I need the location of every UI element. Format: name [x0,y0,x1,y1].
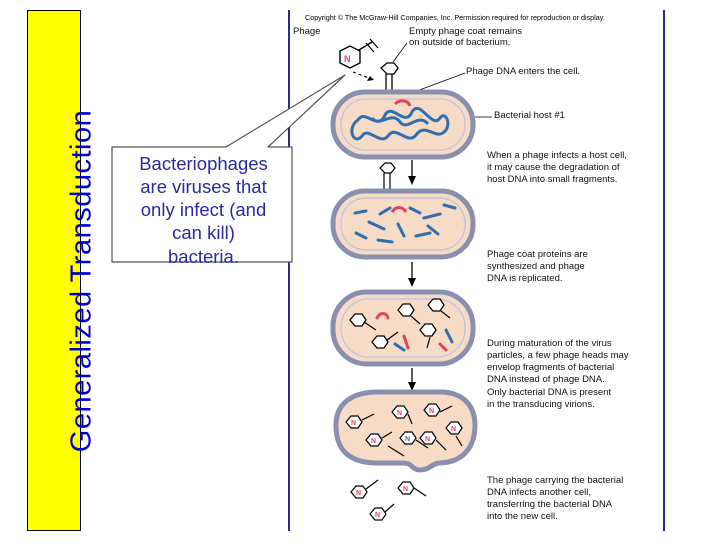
step-4-text: The phage carrying the bacterial DNA inf… [487,475,624,523]
released-phages: N N N [350,479,427,521]
empty-coat-label: Empty phage coat remains on outside of b… [409,26,523,48]
svg-text:N: N [425,436,430,443]
svg-text:N: N [403,486,408,493]
dna-enters-label: Phage DNA enters the cell. [466,66,581,77]
phage-coat-on-cell-2 [379,162,396,192]
bacterial-host-label: Bacterial host #1 [494,110,565,121]
svg-text:N: N [371,438,376,445]
svg-text:N: N [356,490,361,497]
svg-text:N: N [344,54,351,64]
svg-text:N: N [451,426,456,433]
phage-label: Phage [293,26,321,37]
bacterial-cell-2 [330,188,476,260]
callout-bubble [111,74,346,263]
title-bar: Generalized Transduction [27,10,98,531]
svg-text:N: N [397,410,402,417]
step-1-text: When a phage infects a host cell, it may… [487,150,627,186]
step-3-text: During maturation of the virus particles… [487,338,629,410]
bacterial-cell-1 [330,89,476,160]
bacterial-cell-4: N N N N N N N [333,389,478,473]
copyright-notice: Copyright © The McGraw-Hill Companies, I… [305,13,605,22]
phage-icon: N [339,38,379,69]
callout-text: Bacteriophages are viruses that only inf… [139,153,268,267]
svg-text:N: N [405,436,410,443]
empty-phage-coat-icon [380,62,399,91]
bacterial-cell-3 [330,289,476,367]
step-2-text: Phage coat proteins are synthesized and … [487,249,588,285]
svg-text:N: N [375,512,380,519]
figure-panel [288,10,665,531]
svg-text:N: N [351,420,356,427]
svg-text:N: N [429,408,434,415]
